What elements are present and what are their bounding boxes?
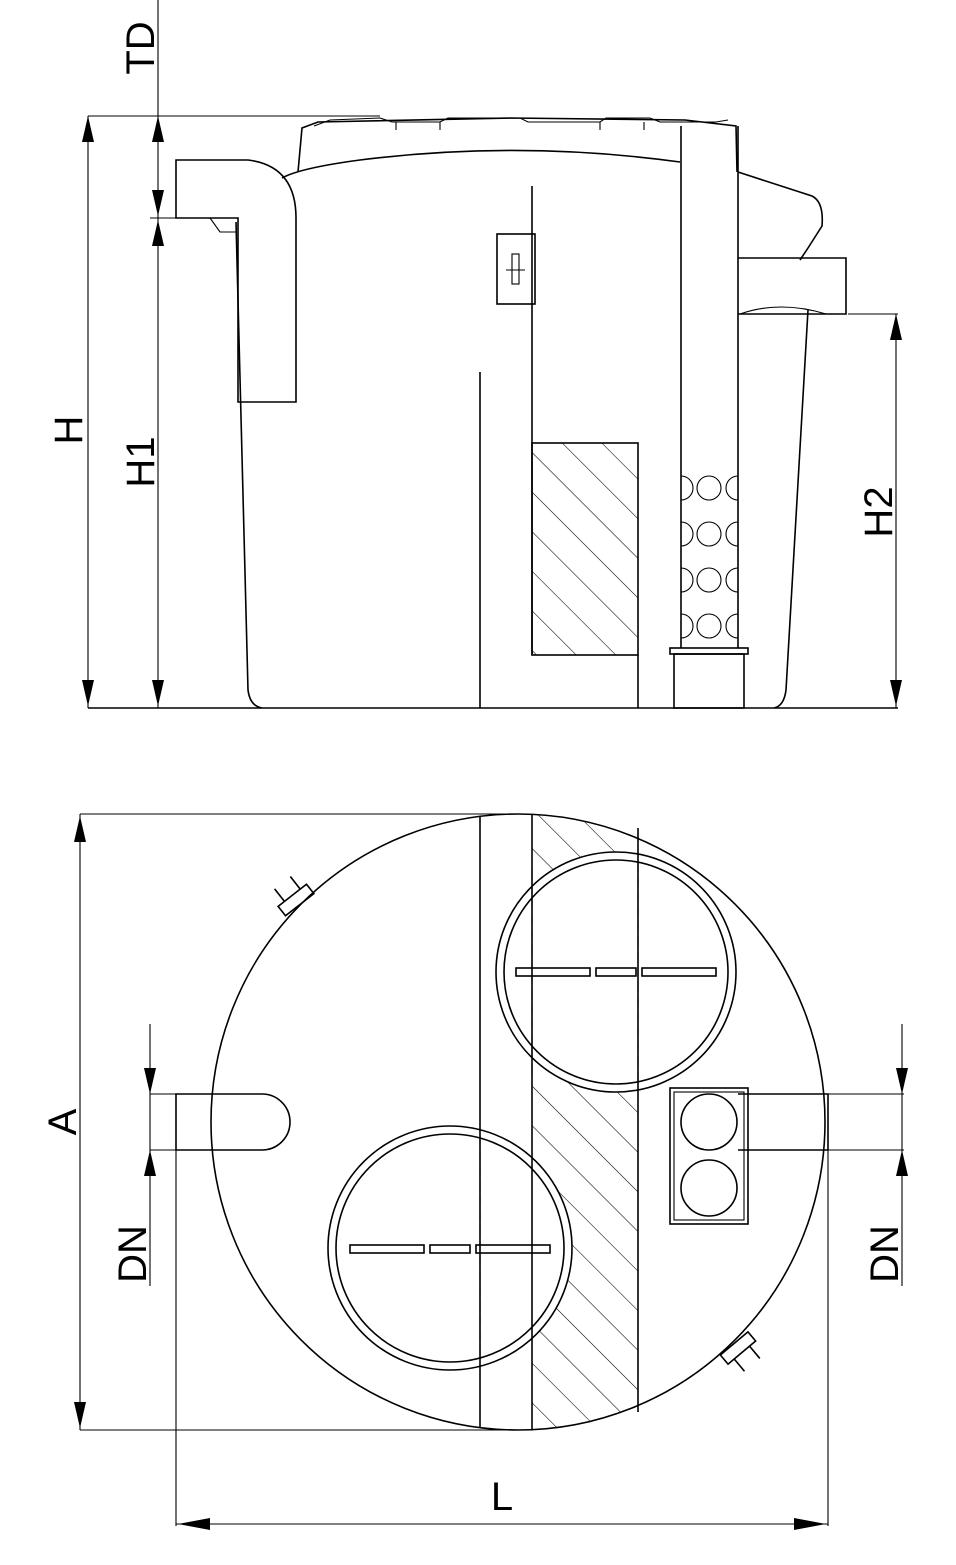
manhole-upper bbox=[495, 851, 737, 1093]
manhole-lower bbox=[327, 1125, 573, 1371]
lifting-lug-bottom bbox=[719, 1330, 761, 1372]
cover bbox=[297, 117, 738, 173]
outlet-riser bbox=[669, 126, 749, 709]
h2-label: H2 bbox=[857, 486, 901, 537]
outlet-pipe bbox=[738, 257, 847, 315]
inlet-elbow bbox=[175, 159, 297, 403]
plan-inlet-pipe bbox=[175, 1093, 291, 1151]
tank-body bbox=[235, 149, 824, 709]
a-label: A bbox=[41, 1108, 85, 1135]
dn-inlet-label: DN bbox=[111, 1225, 155, 1283]
coalescing-filter bbox=[531, 442, 639, 656]
level-indicator bbox=[496, 233, 536, 305]
l-label: L bbox=[491, 1475, 513, 1519]
plan-view: A DN DN L bbox=[41, 813, 908, 1530]
plan-outlet bbox=[669, 1087, 829, 1225]
dn-outlet-label: DN bbox=[863, 1225, 907, 1283]
elevation-view: TD H1 H H2 bbox=[47, 0, 902, 709]
lifting-lug-top bbox=[273, 876, 316, 917]
h-label: H bbox=[47, 416, 91, 445]
td-label: TD bbox=[119, 21, 163, 74]
h1-label: H1 bbox=[119, 436, 163, 487]
